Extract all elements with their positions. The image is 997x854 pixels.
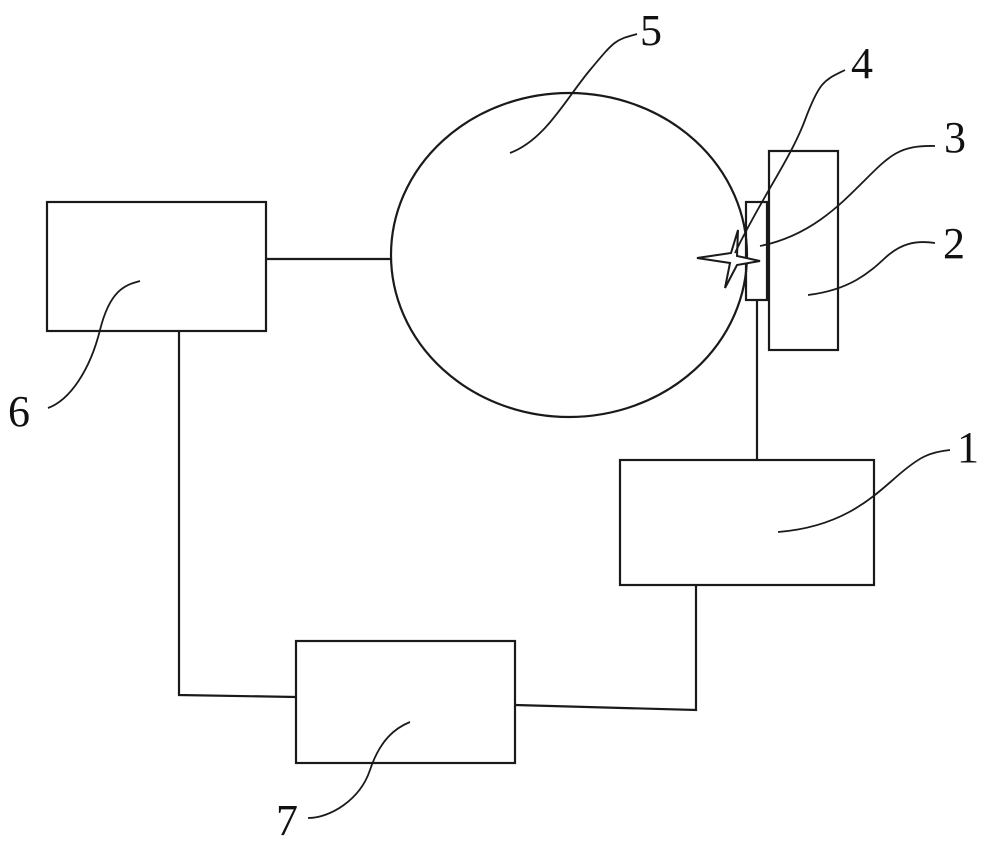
label-2: 2 bbox=[943, 219, 965, 268]
label-1: 1 bbox=[957, 423, 979, 472]
block-7 bbox=[294, 639, 517, 765]
leader-5 bbox=[509, 33, 638, 154]
leader-2 bbox=[807, 241, 936, 296]
label-3: 3 bbox=[944, 113, 966, 162]
leader-6 bbox=[47, 280, 141, 409]
part-3 bbox=[744, 200, 769, 302]
block-1 bbox=[618, 458, 876, 587]
label-4: 4 bbox=[851, 39, 873, 88]
leader-1 bbox=[777, 449, 951, 533]
vessel-5 bbox=[389, 91, 749, 419]
block-2 bbox=[767, 149, 840, 352]
wire-7-to-1 bbox=[514, 585, 698, 712]
block-6 bbox=[45, 200, 268, 333]
label-7: 7 bbox=[276, 796, 298, 845]
leader-3 bbox=[759, 145, 936, 247]
spark-4 bbox=[696, 229, 761, 289]
wire-6-to-7 bbox=[177, 331, 297, 699]
leader-4 bbox=[734, 69, 846, 254]
leader-7 bbox=[307, 721, 411, 819]
label-6: 6 bbox=[8, 387, 30, 436]
label-5: 5 bbox=[640, 6, 662, 55]
